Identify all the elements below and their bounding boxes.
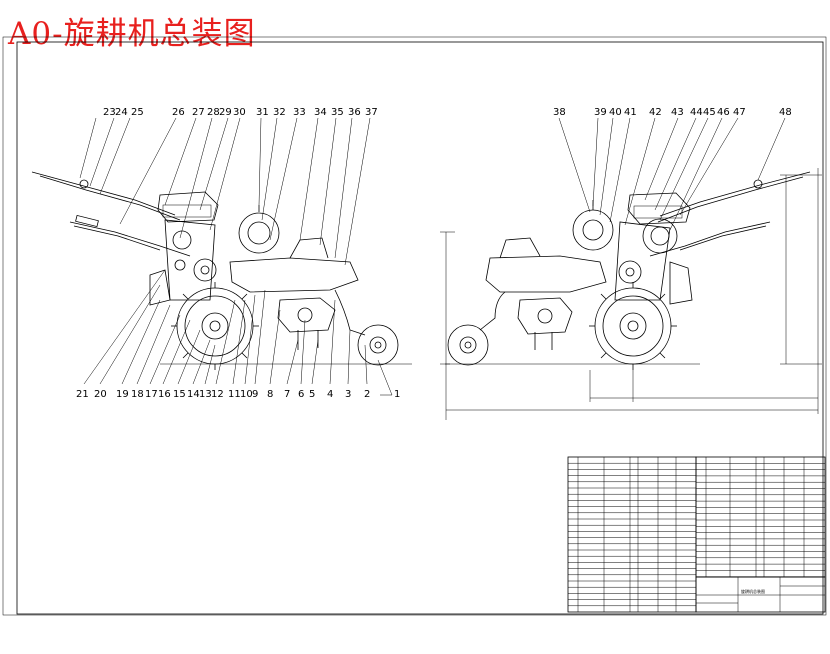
callout-8: 8 bbox=[267, 389, 273, 400]
callout-9: 9 bbox=[252, 389, 258, 400]
callout-36: 36 bbox=[348, 107, 361, 118]
callout-16: 16 bbox=[158, 389, 171, 400]
left-callouts-bottom: 21 20 19 18 17 16 15 14 13 12 11 10 9 8 … bbox=[76, 269, 400, 400]
callout-43: 43 bbox=[671, 107, 684, 118]
callout-14: 14 bbox=[187, 389, 200, 400]
callout-32: 32 bbox=[273, 107, 286, 118]
drawing-title: A0-旋耕机总装图 bbox=[8, 16, 256, 52]
left-callouts-top: 23 24 25 26 27 28 29 30 31 32 33 34 35 3… bbox=[79, 107, 378, 266]
callout-30: 30 bbox=[233, 107, 246, 118]
callout-4: 4 bbox=[327, 389, 333, 400]
right-callouts-top: 38 39 40 41 42 43 44 45 46 47 48 bbox=[553, 107, 792, 231]
callout-3: 3 bbox=[345, 389, 351, 400]
callout-47: 47 bbox=[733, 107, 746, 118]
callout-27: 27 bbox=[192, 107, 205, 118]
callout-2: 2 bbox=[364, 389, 370, 400]
callout-10: 10 bbox=[240, 389, 253, 400]
callout-18: 18 bbox=[131, 389, 144, 400]
callout-25: 25 bbox=[131, 107, 144, 118]
callout-26: 26 bbox=[172, 107, 185, 118]
callout-34: 34 bbox=[314, 107, 327, 118]
title-block-name: 旋耕机总装图 bbox=[741, 588, 765, 594]
callout-33: 33 bbox=[293, 107, 306, 118]
callout-28: 28 bbox=[207, 107, 220, 118]
callout-7: 7 bbox=[284, 389, 290, 400]
callout-29: 29 bbox=[219, 107, 232, 118]
callout-11: 11 bbox=[228, 389, 241, 400]
callout-42: 42 bbox=[649, 107, 662, 118]
right-machine-view bbox=[445, 171, 811, 370]
callout-13: 13 bbox=[199, 389, 212, 400]
callout-17: 17 bbox=[145, 389, 158, 400]
callout-15: 15 bbox=[173, 389, 186, 400]
callout-37: 37 bbox=[365, 107, 378, 118]
callout-31: 31 bbox=[256, 107, 269, 118]
left-machine-view bbox=[31, 171, 412, 370]
callout-40: 40 bbox=[609, 107, 622, 118]
callout-21: 21 bbox=[76, 389, 89, 400]
parts-list: 旋耕机总装图 bbox=[567, 456, 826, 613]
callout-44: 44 bbox=[690, 107, 703, 118]
callout-38: 38 bbox=[553, 107, 566, 118]
callout-45: 45 bbox=[703, 107, 716, 118]
callout-20: 20 bbox=[94, 389, 107, 400]
callout-48: 48 bbox=[779, 107, 792, 118]
callout-19: 19 bbox=[116, 389, 129, 400]
callout-46: 46 bbox=[717, 107, 730, 118]
callout-5: 5 bbox=[309, 389, 315, 400]
callout-6: 6 bbox=[298, 389, 304, 400]
callout-41: 41 bbox=[624, 107, 637, 118]
callout-12: 12 bbox=[211, 389, 224, 400]
drawing-frame bbox=[2, 36, 827, 616]
callout-24: 24 bbox=[115, 107, 128, 118]
callout-23: 23 bbox=[103, 107, 116, 118]
right-dimensions bbox=[440, 168, 822, 420]
callout-1: 1 bbox=[394, 389, 400, 400]
callout-35: 35 bbox=[331, 107, 344, 118]
callout-39: 39 bbox=[594, 107, 607, 118]
